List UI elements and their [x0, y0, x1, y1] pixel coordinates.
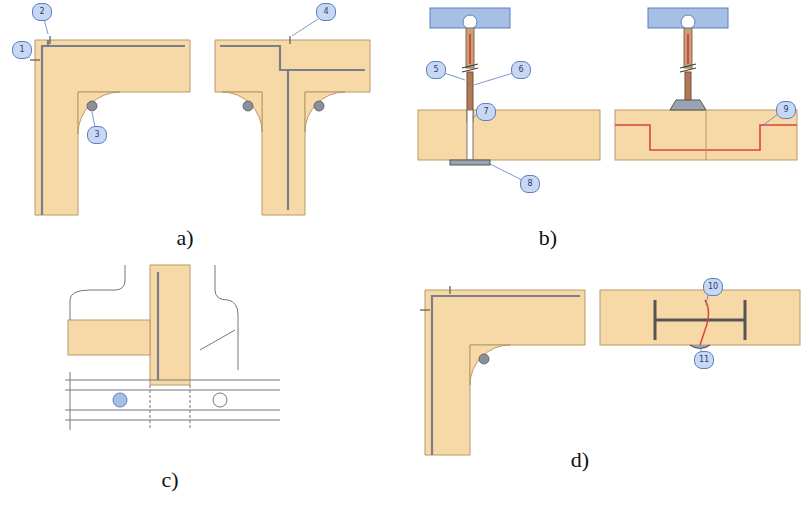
- panel-label: c): [161, 467, 178, 493]
- post: [150, 265, 190, 385]
- callout-number: 6: [511, 61, 531, 79]
- callout-number: 10: [703, 278, 723, 296]
- callout-number: 4: [316, 3, 336, 21]
- fillet: [222, 92, 262, 132]
- callout-number: 1: [12, 41, 32, 59]
- corner-joint: [35, 40, 190, 215]
- slab: [615, 110, 797, 160]
- slab: [600, 290, 800, 345]
- callout-number: 7: [476, 103, 496, 121]
- slab: [418, 110, 600, 160]
- fillet: [470, 345, 510, 385]
- callout-number: 3: [87, 126, 107, 144]
- callout-number: 11: [694, 351, 714, 369]
- support-beam: [430, 8, 510, 28]
- panel-label: a): [176, 225, 193, 251]
- panel-label: b): [539, 225, 557, 251]
- callout-number: 2: [32, 3, 52, 21]
- corner-joint: [425, 290, 585, 455]
- callout-number: 8: [520, 175, 540, 193]
- callout-number: 5: [426, 61, 446, 79]
- fillet: [305, 92, 345, 132]
- callout-number: 9: [776, 101, 796, 119]
- tee-joint: [215, 40, 370, 215]
- panel-label: d): [571, 447, 589, 473]
- beam: [68, 320, 150, 355]
- support-beam: [648, 8, 728, 28]
